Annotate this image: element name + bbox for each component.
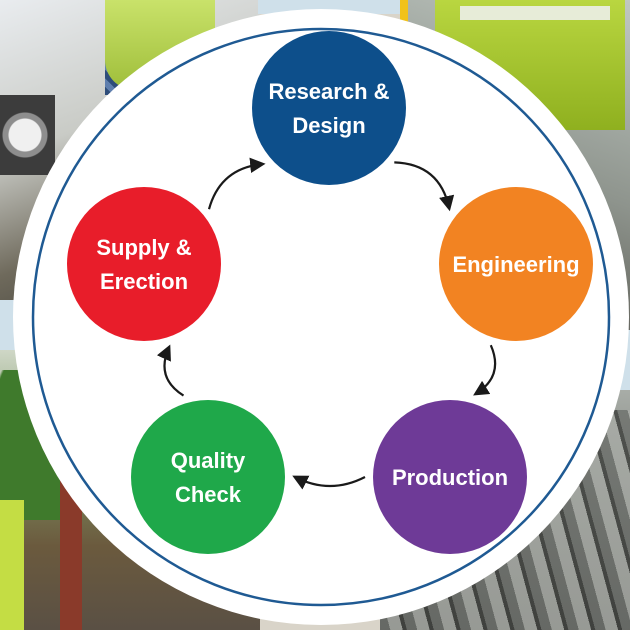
node-circle-supply [67, 187, 221, 341]
node-engineering: Engineering [439, 187, 593, 341]
node-label-engineering-line-1: Engineering [452, 252, 579, 277]
node-circle-research [252, 31, 406, 185]
node-label-production-line-1: Production [392, 465, 508, 490]
node-label-supply-line-2: Erection [100, 269, 188, 294]
outline-ring [31, 27, 611, 607]
node-production: Production [373, 400, 527, 554]
arrow-quality-to-supply [156, 344, 185, 397]
node-supply: Supply & Erection [67, 187, 221, 341]
node-circle-production [373, 400, 527, 554]
machine-wheel [0, 95, 55, 175]
node-circle-engineering [439, 187, 593, 341]
node-label-supply-line-1: Supply & [96, 235, 191, 260]
node-label-quality-line-1: Quality [171, 448, 246, 473]
steel-post [60, 470, 82, 630]
node-label-research-line-1: Research & [268, 79, 389, 104]
reflective-stripe [460, 6, 610, 20]
node-circle-quality [131, 400, 285, 554]
arrow-research-to-engineering [394, 161, 455, 212]
cycle-arrows [156, 157, 497, 490]
node-research: Research & Design [252, 31, 406, 185]
arrow-supply-to-research [207, 157, 266, 210]
worker-vest-bottom [0, 500, 24, 630]
node-label-research-line-2: Design [292, 113, 365, 138]
node-label-quality-line-2: Check [175, 482, 242, 507]
arrow-production-to-quality [292, 475, 366, 490]
arrow-engineering-to-production [473, 344, 497, 396]
